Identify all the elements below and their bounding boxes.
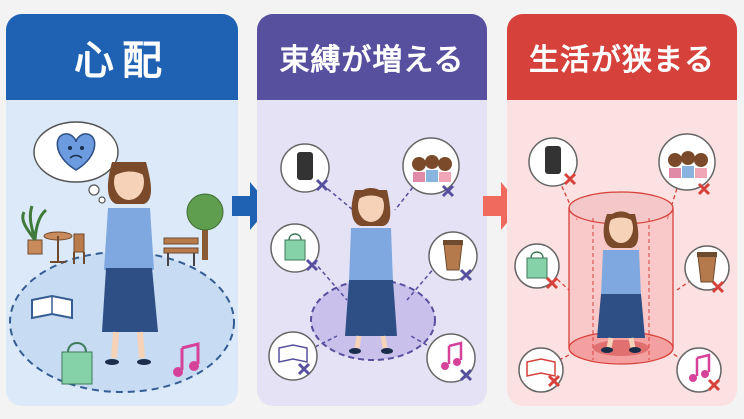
tree-icon — [186, 193, 224, 260]
arrow-right-icon — [479, 178, 523, 234]
panel-title-restriction: 束縛が増える — [257, 14, 487, 100]
scene-life-narrows — [507, 100, 737, 406]
shopping-bag-icon — [61, 342, 93, 385]
plant-icon — [21, 205, 48, 255]
smartphone-icon — [280, 143, 330, 193]
arrow-right-icon — [228, 178, 272, 234]
cafe-table-icon — [43, 231, 85, 264]
bench-icon — [163, 237, 199, 266]
scene-restriction — [257, 100, 487, 406]
book-icon — [268, 331, 318, 381]
smartphone-icon — [528, 137, 578, 187]
woman-figure — [102, 162, 158, 365]
shopping-bag-icon — [270, 223, 320, 273]
worried-heart-icon — [33, 121, 119, 204]
panel-restriction: 束縛が増える — [257, 14, 487, 406]
shopping-bag-icon — [514, 243, 560, 290]
friends-icon — [658, 133, 716, 196]
woman-figure — [345, 188, 397, 354]
book-icon — [31, 294, 73, 320]
panel-title-life-narrows: 生活が狭まる — [507, 14, 737, 100]
panel-life-narrows: 生活が狭まる — [507, 14, 737, 406]
friends-icon — [402, 137, 460, 198]
panel-title-worry: 心配 — [6, 14, 238, 100]
panel-worry: 心配 — [6, 14, 238, 406]
coffee-cup-icon — [684, 245, 730, 294]
music-note-icon — [676, 347, 722, 393]
book-icon — [518, 347, 564, 393]
music-note-icon — [173, 342, 200, 377]
scene-worry — [6, 100, 238, 406]
music-note-icon — [426, 333, 476, 383]
coffee-cup-icon — [428, 231, 478, 282]
woman-figure — [597, 211, 645, 353]
